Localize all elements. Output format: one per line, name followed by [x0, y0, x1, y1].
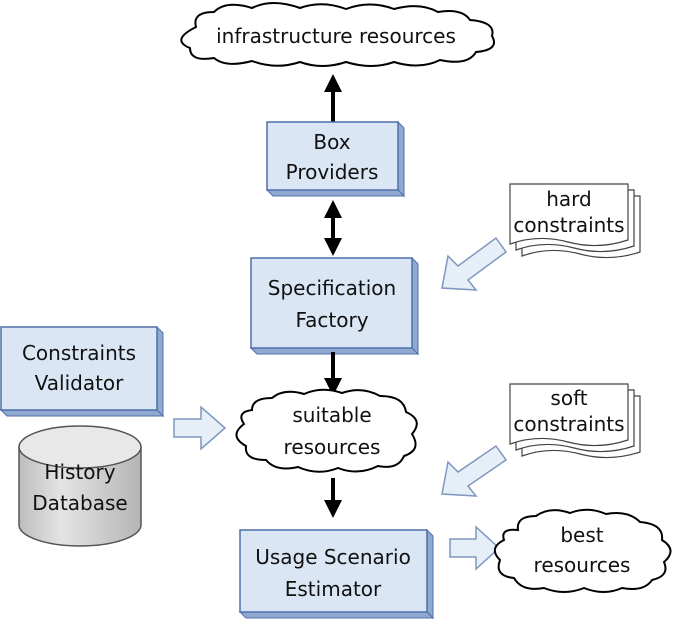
arrow-specification-factory-to-suitable-resources [324, 352, 342, 396]
block-arrow-constraints-validator [173, 405, 227, 451]
cylinder-history-database: History Database [18, 425, 142, 547]
usage-scenario-estimator-label-line2: Estimator [285, 577, 382, 601]
best-resources-label-line2: resources [534, 553, 631, 577]
soft-constraints-label-line2: constraints [513, 412, 624, 436]
specification-factory-label-line2: Factory [295, 308, 368, 332]
cloud-infrastructure-resources: infrastructure resources [180, 2, 495, 67]
box-providers-label-line2: Providers [286, 160, 379, 184]
constraints-validator-label-line2: Validator [35, 371, 125, 395]
box-constraints-validator: Constraints Validator [0, 325, 165, 418]
block-arrow-hard-constraints [441, 236, 508, 291]
block-arrow-soft-constraints [441, 444, 508, 497]
suitable-resources-label-line1: suitable [292, 403, 371, 427]
block-arrow-estimator-to-best-resources [449, 525, 501, 571]
history-database-label-line2: Database [32, 491, 127, 515]
soft-constraints-label-line1: soft [550, 386, 587, 410]
box-providers: Box Providers [265, 120, 406, 198]
document-hard-constraints: hard constraints [509, 183, 641, 259]
document-soft-constraints: soft constraints [509, 383, 641, 459]
history-database-label-line1: History [44, 460, 115, 484]
usage-scenario-estimator-label-line1: Usage Scenario [255, 545, 411, 569]
box-usage-scenario-estimator: Usage Scenario Estimator [238, 528, 435, 620]
hard-constraints-label-line2: constraints [513, 213, 624, 237]
suitable-resources-label-line2: resources [284, 435, 381, 459]
best-resources-label-line1: best [560, 523, 603, 547]
box-specification-factory: Specification Factory [249, 256, 420, 356]
constraints-validator-label-line1: Constraints [22, 341, 136, 365]
infrastructure-resources-label: infrastructure resources [216, 24, 456, 48]
box-providers-label-line1: Box [313, 130, 350, 154]
arrow-suitable-resources-to-estimator [324, 478, 342, 518]
cloud-best-resources: best resources [493, 508, 672, 593]
arrow-box-providers-to-infrastructure [324, 74, 342, 122]
specification-factory-label-line1: Specification [268, 276, 396, 300]
arrow-box-providers-specification-factory [324, 200, 342, 256]
hard-constraints-label-line1: hard [546, 187, 592, 211]
cloud-suitable-resources: suitable resources [235, 388, 418, 473]
